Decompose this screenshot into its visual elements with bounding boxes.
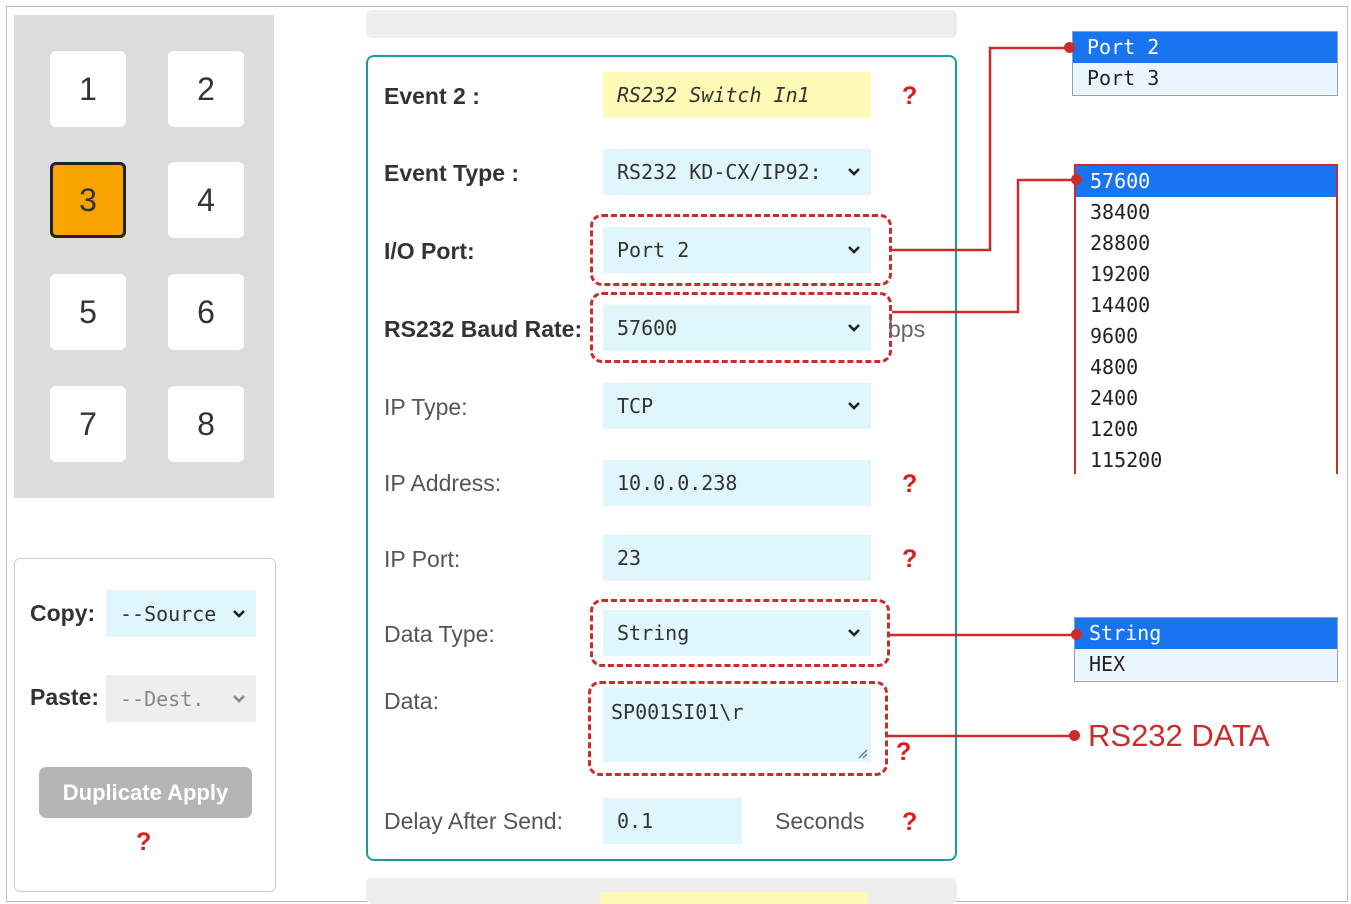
ip-address-input[interactable]: 10.0.0.238 <box>603 460 871 506</box>
paste-dest-select[interactable]: --Dest. <box>106 675 256 722</box>
connector-dot <box>1069 730 1080 741</box>
data-highlight <box>588 681 888 776</box>
next-event-field-edge <box>600 892 868 904</box>
io-port-select[interactable]: Port 2 <box>603 227 871 273</box>
ip-address-label: IP Address: <box>384 470 502 496</box>
data-type-highlight <box>590 599 890 667</box>
baud-option[interactable]: 1200 <box>1076 414 1336 445</box>
event-button-3[interactable]: 3 <box>50 162 126 238</box>
data-type-option[interactable]: String <box>1075 618 1337 649</box>
data-type-options-list: String HEX <box>1074 617 1338 682</box>
event-help-icon[interactable]: ? <box>902 82 918 110</box>
baud-option[interactable]: 4800 <box>1076 352 1336 383</box>
event-type-label: Event Type : <box>384 160 520 186</box>
event-type-select[interactable]: RS232 KD-CX/IP92: <box>603 149 871 195</box>
baud-option[interactable]: 115200 <box>1076 445 1336 476</box>
resize-handle-icon[interactable] <box>856 747 868 759</box>
event-button-6[interactable]: 6 <box>168 274 244 350</box>
data-textarea[interactable]: SP001SI01\r <box>603 688 871 762</box>
chevron-down-icon <box>848 168 860 176</box>
port-options-list: Port 2 Port 3 <box>1072 31 1338 96</box>
connector-dot <box>1071 174 1082 185</box>
port-option[interactable]: Port 3 <box>1073 63 1337 94</box>
chevron-down-icon <box>848 246 860 254</box>
event-button-2[interactable]: 2 <box>168 51 244 127</box>
event-button-8[interactable]: 8 <box>168 386 244 462</box>
baud-options-list: 57600 38400 28800 19200 14400 9600 4800 … <box>1074 164 1338 476</box>
chevron-down-icon <box>848 324 860 332</box>
chevron-down-icon <box>233 694 245 703</box>
previous-event-panel-edge <box>366 10 957 38</box>
io-port-value: Port 2 <box>617 238 690 262</box>
ip-port-label: IP Port: <box>384 546 461 572</box>
baud-option[interactable]: 38400 <box>1076 197 1336 228</box>
event-button-5[interactable]: 5 <box>50 274 126 350</box>
baud-rate-select[interactable]: 57600 <box>603 305 871 351</box>
ip-address-help-icon[interactable]: ? <box>902 470 918 498</box>
connector-dot <box>1071 629 1082 640</box>
event-name-input[interactable]: RS232 Switch In1 <box>603 72 871 118</box>
event-button-1[interactable]: 1 <box>50 51 126 127</box>
delay-label: Delay After Send: <box>384 808 563 834</box>
baud-rate-value: 57600 <box>617 316 678 340</box>
baud-option[interactable]: 14400 <box>1076 290 1336 321</box>
event-type-value: RS232 KD-CX/IP92: <box>617 160 822 184</box>
io-port-label: I/O Port: <box>384 238 475 264</box>
baud-option[interactable]: 9600 <box>1076 321 1336 352</box>
delay-input[interactable]: 0.1 <box>603 798 742 844</box>
baud-unit-label: bps <box>888 316 926 342</box>
port-option[interactable]: Port 2 <box>1073 32 1337 63</box>
event-button-7[interactable]: 7 <box>50 386 126 462</box>
copy-label: Copy: <box>30 600 96 626</box>
data-type-option[interactable]: HEX <box>1075 649 1337 680</box>
duplicate-apply-button[interactable]: Duplicate Apply <box>39 767 252 818</box>
data-type-value: String <box>617 621 690 645</box>
data-type-select[interactable]: String <box>603 610 871 656</box>
event-label: Event 2 : <box>384 83 480 109</box>
ip-port-input[interactable]: 23 <box>603 535 871 581</box>
paste-label: Paste: <box>30 684 100 710</box>
event-number-pad: 1 2 3 4 5 6 7 8 <box>14 15 274 498</box>
data-label: Data: <box>384 688 439 714</box>
paste-dest-value: --Dest. <box>120 686 205 711</box>
data-value: SP001SI01\r <box>611 700 744 724</box>
ip-type-value: TCP <box>617 394 654 418</box>
delay-unit-label: Seconds <box>775 808 865 834</box>
io-port-highlight <box>590 214 892 286</box>
baud-option[interactable]: 19200 <box>1076 259 1336 290</box>
baud-rate-highlight <box>590 292 892 363</box>
ip-type-select[interactable]: TCP <box>603 383 871 429</box>
baud-option[interactable]: 28800 <box>1076 228 1336 259</box>
connector-dot <box>1064 42 1075 53</box>
ip-port-help-icon[interactable]: ? <box>902 545 918 573</box>
copy-source-select[interactable]: --Source <box>106 590 256 637</box>
event-button-4[interactable]: 4 <box>168 162 244 238</box>
chevron-down-icon <box>848 629 860 637</box>
data-help-icon[interactable]: ? <box>896 738 912 766</box>
chevron-down-icon <box>233 609 245 618</box>
ip-type-label: IP Type: <box>384 394 468 420</box>
delay-help-icon[interactable]: ? <box>902 808 918 836</box>
baud-option[interactable]: 57600 <box>1076 166 1336 197</box>
baud-rate-label: RS232 Baud Rate: <box>384 316 583 342</box>
copy-source-value: --Source <box>120 601 217 626</box>
data-type-label: Data Type: <box>384 621 495 647</box>
chevron-down-icon <box>848 402 860 410</box>
baud-option[interactable]: 2400 <box>1076 383 1336 414</box>
duplicate-help-icon[interactable]: ? <box>136 828 152 856</box>
rs232-data-annotation: RS232 DATA <box>1088 718 1270 753</box>
